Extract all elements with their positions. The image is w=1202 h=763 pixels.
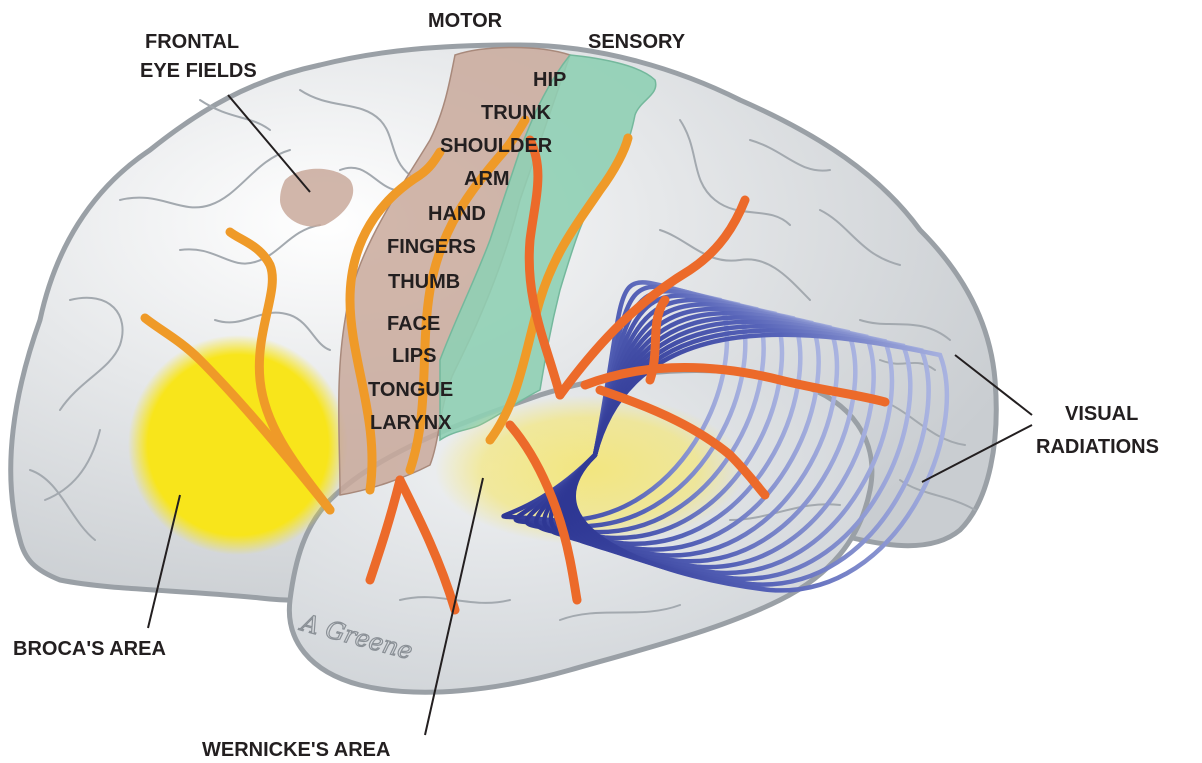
homunculus-hip: HIP bbox=[533, 69, 566, 91]
homunculus-lips: LIPS bbox=[392, 345, 436, 367]
homunculus-hand: HAND bbox=[428, 203, 486, 225]
homunculus-tongue: TONGUE bbox=[368, 379, 453, 401]
label-brocas-area: BROCA'S AREA bbox=[13, 638, 166, 660]
homunculus-fingers: FINGERS bbox=[387, 236, 476, 258]
label-sensory: SENSORY bbox=[588, 31, 686, 53]
label-motor: MOTOR bbox=[428, 10, 503, 32]
label-frontal-eye-fields-1: FRONTAL bbox=[145, 31, 239, 53]
brocas-area-region bbox=[128, 335, 348, 555]
homunculus-trunk: TRUNK bbox=[481, 102, 552, 124]
homunculus-arm: ARM bbox=[464, 168, 510, 190]
label-visual-radiations-2: RADIATIONS bbox=[1036, 436, 1159, 458]
label-frontal-eye-fields-2: EYE FIELDS bbox=[140, 60, 257, 82]
homunculus-thumb: THUMB bbox=[388, 271, 460, 293]
homunculus-face: FACE bbox=[387, 313, 440, 335]
homunculus-larynx: LARYNX bbox=[370, 412, 452, 434]
label-wernickes-area: WERNICKE'S AREA bbox=[202, 739, 390, 761]
label-visual-radiations-1: VISUAL bbox=[1065, 403, 1138, 425]
homunculus-shoulder: SHOULDER bbox=[440, 135, 553, 157]
